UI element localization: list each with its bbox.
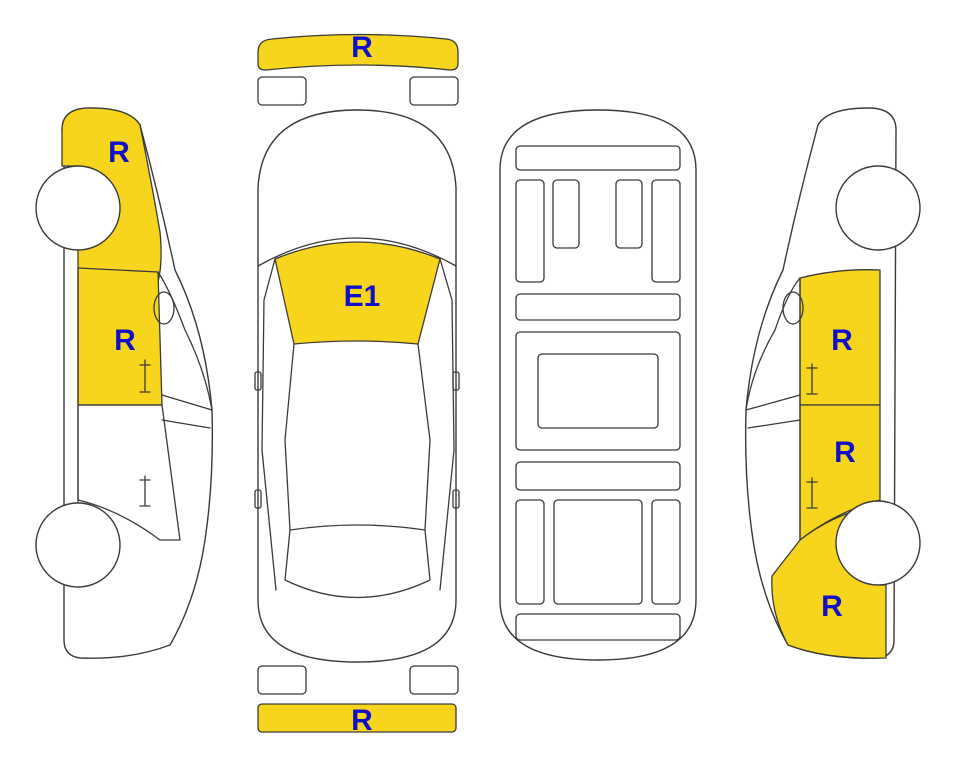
right-rear-door-handle: [806, 477, 818, 509]
top-view-body: [257, 109, 457, 663]
right-rear-wheel: [835, 500, 921, 586]
right-rear-door-label: R: [834, 436, 856, 469]
right-mirror-side: [782, 291, 804, 325]
right-beltline: [745, 394, 801, 411]
left-mirror: [254, 371, 262, 391]
underside-rear-panel: [515, 613, 681, 641]
underside-left-rear-rail: [515, 499, 545, 605]
rear-bumper-label: R: [351, 704, 373, 737]
left-mirror-side: [153, 291, 175, 325]
left-front-wheel: [35, 165, 121, 251]
left-front-fender-label: R: [108, 136, 130, 169]
left-front-door-label: R: [114, 324, 136, 357]
right-mirror: [452, 371, 460, 391]
underside-body: [499, 109, 697, 661]
rear-bumper-panel: [257, 703, 457, 733]
underside-left-front-rail: [515, 179, 545, 283]
rear-right-taillight: [409, 665, 459, 695]
car-right-side-view: R R R: [744, 107, 921, 659]
rear-left-taillight: [257, 665, 307, 695]
underside-fuel-tank: [553, 499, 643, 605]
underside-rear-crossmember: [515, 461, 681, 491]
right-front-door-label: R: [831, 324, 853, 357]
rear-window: [284, 524, 431, 599]
underside-left-engine-mount: [552, 179, 580, 249]
front-right-headlight: [409, 76, 459, 106]
left-rear-handle: [254, 489, 262, 509]
windshield-label: E1: [344, 280, 381, 313]
underside-floor-pan: [515, 331, 681, 451]
underside-mid-crossmember: [515, 293, 681, 321]
left-side-window-line: [261, 258, 277, 591]
left-roof-line: [284, 343, 295, 531]
hood-line: [257, 237, 457, 267]
right-rear-quarter-label: R: [821, 590, 843, 623]
right-window-line: [745, 277, 801, 411]
front-bumper-panel: [257, 33, 459, 71]
underside-right-engine-mount: [615, 179, 643, 249]
underside-floor-inner: [537, 353, 659, 429]
front-left-headlight: [257, 76, 307, 106]
underside-front-crossmember: [515, 145, 681, 171]
underside-right-front-rail: [651, 179, 681, 283]
right-front-door-handle: [806, 363, 818, 395]
left-rear-door: [77, 404, 181, 541]
right-beltline-lower: [747, 419, 801, 429]
left-front-door-handle: [139, 359, 151, 393]
left-beltline: [161, 394, 213, 411]
car-top-view: E1: [254, 109, 460, 663]
car-underside-view: [499, 109, 697, 661]
right-roof-line: [417, 343, 431, 531]
rear-bumper: R: [257, 703, 457, 737]
underside-right-rear-rail: [651, 499, 681, 605]
left-window-line: [157, 271, 213, 411]
car-left-side-view: R R: [35, 107, 214, 659]
left-rear-wheel: [35, 502, 121, 588]
left-rear-door-handle: [139, 475, 151, 507]
left-beltline-lower: [161, 419, 211, 429]
right-front-door-panel: [799, 269, 881, 406]
front-bumper: R: [257, 31, 459, 71]
front-bumper-label: R: [351, 31, 373, 64]
right-rear-handle: [452, 489, 460, 509]
right-front-wheel: [835, 165, 921, 251]
